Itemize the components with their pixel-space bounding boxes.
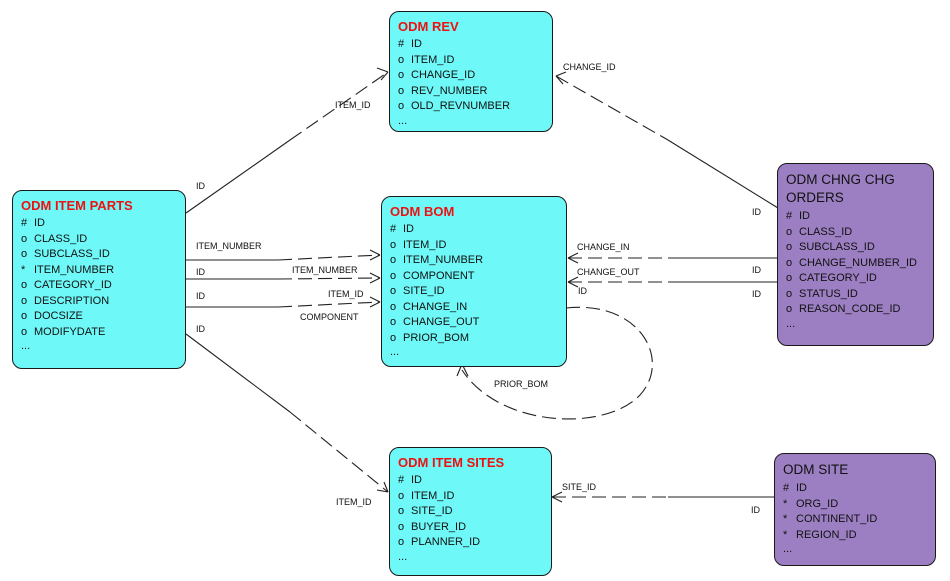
entity-title: ODM SITE: [783, 462, 849, 477]
rel-bom-chg-change-out: [567, 276, 778, 288]
more-attributes: ...: [398, 114, 408, 127]
rel-parts-rev: [185, 67, 389, 214]
label-prior-bom: PRIOR_BOM: [494, 379, 549, 389]
label-chg-id-1: ID: [752, 265, 761, 275]
label-bom-change-out: CHANGE_OUT: [577, 267, 640, 277]
attribute-row: #ID: [398, 474, 422, 486]
label-rev-change-id: CHANGE_ID: [563, 62, 616, 72]
label-sites-site-id: SITE_ID: [562, 482, 597, 492]
entity-title: ODM ITEM PARTS: [21, 198, 133, 213]
more-attributes: ...: [786, 317, 796, 330]
entity-title: ODM ITEM SITES: [398, 455, 505, 470]
label-bom-component: COMPONENT: [300, 312, 359, 322]
more-attributes: ...: [390, 346, 400, 358]
rel-bom-chg-change-in: [567, 252, 778, 264]
label-parts-id-2: ID: [196, 291, 205, 301]
label-parts-item-number: ITEM_NUMBER: [196, 241, 262, 251]
attribute-row: #ID: [398, 38, 422, 50]
label-sites-item-id: ITEM_ID: [336, 497, 372, 507]
label-bom-change-in: CHANGE_IN: [577, 242, 630, 252]
label-bom-item-number: ITEM_NUMBER: [292, 265, 358, 275]
label-bom-id: ID: [578, 286, 587, 296]
attribute-row: *CONTINENT_ID: [783, 513, 878, 525]
label-site-id: ID: [751, 505, 760, 515]
more-attributes: ...: [783, 543, 793, 555]
entity-title: ODM REV: [398, 19, 459, 34]
entity-title: ODM BOM: [390, 204, 455, 219]
label-rev-item-id: ITEM_ID: [335, 100, 371, 110]
attribute-row: *REGION_ID: [783, 528, 857, 541]
attribute-row: *ORG_ID: [783, 497, 839, 510]
rel-parts-sites: [185, 333, 389, 493]
label-chg-id-2: ID: [752, 289, 761, 299]
label-bom-item-id: ITEM_ID: [328, 289, 364, 299]
attribute-row: *ITEM_NUMBER: [21, 263, 115, 276]
attribute-row: #ID: [786, 210, 810, 222]
label-parts-id-1: ID: [196, 267, 205, 277]
rel-parts-bom-component: [186, 296, 381, 308]
attribute-row: #ID: [21, 217, 45, 229]
rel-sites-site: [551, 491, 774, 503]
rel-parts-bom-item-id: [186, 272, 381, 284]
rel-rev-chg: [555, 71, 779, 209]
rel-parts-bom-item-number: [186, 249, 381, 261]
more-attributes: ...: [21, 340, 31, 352]
attribute-row: #ID: [390, 223, 414, 235]
more-attributes: ...: [398, 550, 408, 563]
label-parts-id-3: ID: [196, 324, 205, 334]
entity-title: ODM CHNG CHG ORDERS: [786, 172, 895, 205]
entity-odm-site[interactable]: ODM SITE #ID *ORG_ID *CONTINENT_ID *REGI…: [774, 453, 936, 566]
attribute-row: #ID: [783, 482, 807, 494]
label-parts-rev-id: ID: [196, 181, 205, 191]
label-chg-rev-id: ID: [752, 207, 761, 217]
